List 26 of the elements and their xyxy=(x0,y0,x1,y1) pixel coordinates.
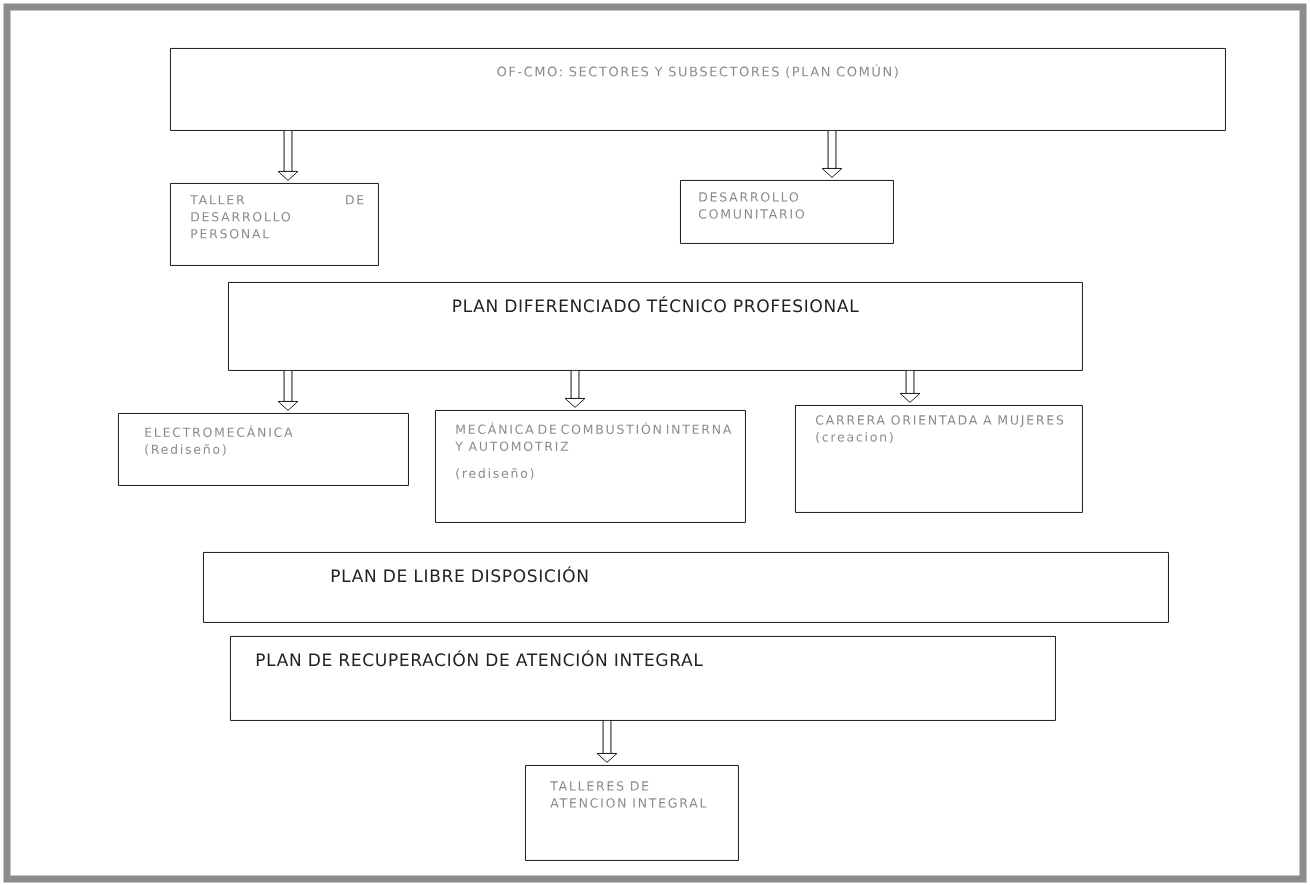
process-box xyxy=(170,48,1226,131)
box-text: PLAN DE LIBRE DISPOSICIÓN xyxy=(331,566,588,583)
box-text: TALLER DE DESARROLLO PERSONAL xyxy=(190,195,364,239)
process-box xyxy=(203,552,1169,623)
hollow-arrow xyxy=(821,130,843,178)
process-box xyxy=(435,410,746,523)
process-box xyxy=(795,405,1083,513)
hollow-arrow xyxy=(596,720,618,763)
process-box xyxy=(228,282,1083,371)
box-text: PLAN DE RECUPERACIÓN DE ATENCIÓN INTEGRAL xyxy=(256,650,703,667)
process-box xyxy=(230,636,1056,721)
hollow-arrow xyxy=(277,130,299,181)
box-text: PLAN DIFERENCIADO TÉCNICO PROFESIONAL xyxy=(453,296,859,313)
box-text: OF-CMO: SECTORES Y SUBSECTORES (PLAN COMÚN) xyxy=(497,64,898,78)
process-box xyxy=(118,413,409,486)
box-text: MECÁNICA DE COMBUSTIÓN INTERNA Y AUTOMOTRIZ (rediseño) xyxy=(455,422,732,480)
process-box xyxy=(680,180,894,244)
box-text: ELECTROMECÁNICA (Rediseño) xyxy=(145,425,293,456)
process-box xyxy=(170,183,379,266)
hollow-arrow xyxy=(899,370,921,403)
hollow-arrow xyxy=(277,370,299,411)
box-text: CARRERA ORIENTADA A MUJERES (creacion) xyxy=(815,415,1064,444)
box-text: DESARROLLO COMUNITARIO xyxy=(698,192,804,219)
box-text: TALLERES DE ATENCION INTEGRAL xyxy=(550,781,707,808)
process-box xyxy=(525,765,739,861)
hollow-arrow xyxy=(564,370,586,408)
